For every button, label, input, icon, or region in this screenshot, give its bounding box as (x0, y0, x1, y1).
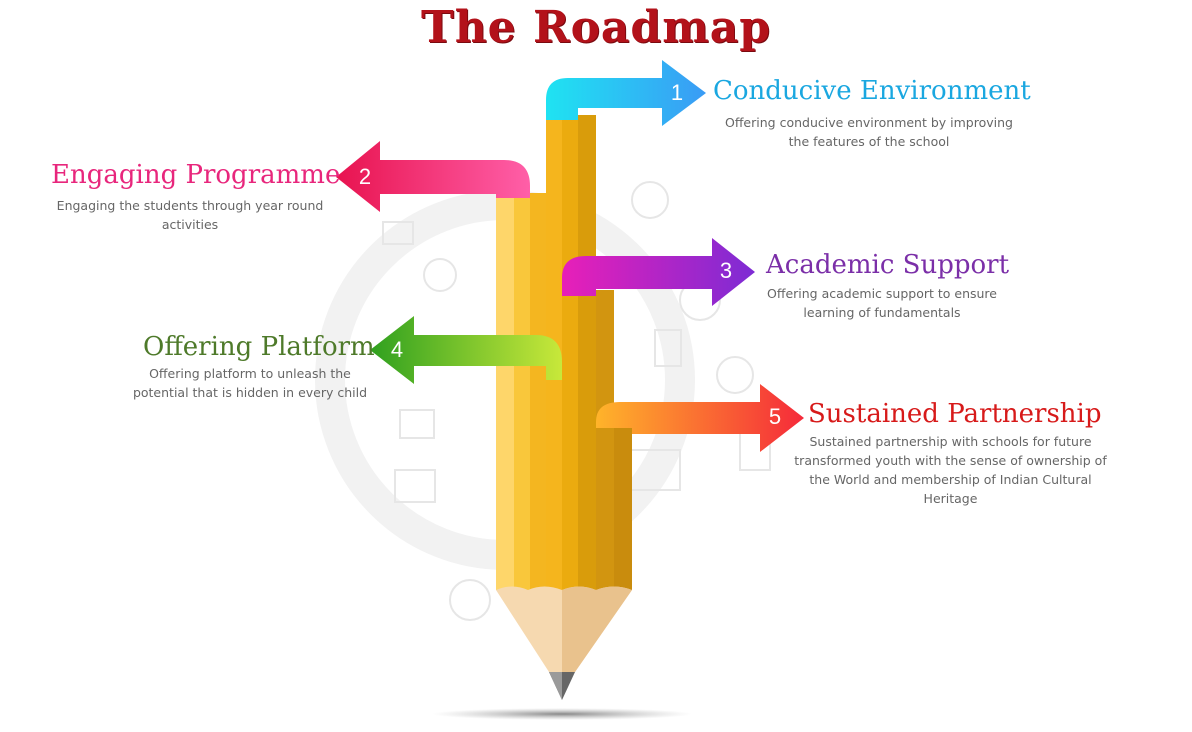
step-number-2: 2 (358, 164, 372, 189)
step-heading-2: Engaging Programme (51, 160, 341, 190)
arrow-4 (370, 316, 562, 384)
step-number-4: 4 (390, 337, 404, 362)
pencil-tip (496, 586, 632, 700)
step-heading-3: Academic Support (766, 250, 1010, 280)
step-number-1: 1 (670, 80, 684, 105)
step-description-5: Sustained partnership with schools for f… (794, 434, 1107, 506)
arrow-1 (546, 60, 706, 126)
step-description-4: Offering platform to unleash the potenti… (132, 366, 368, 400)
arrow-3 (562, 238, 755, 306)
pencil-shadow (432, 708, 692, 720)
step-description-3: Offering academic support to ensure lear… (767, 286, 997, 320)
step-heading-5: Sustained Partnership (808, 399, 1102, 429)
step-number-3: 3 (719, 258, 733, 283)
arrow-2 (336, 141, 530, 212)
step-description-1: Offering conducive environment by improv… (724, 115, 1013, 149)
step-heading-4: Offering Platform (143, 332, 375, 362)
arrow-5 (596, 384, 804, 452)
step-heading-1: Conducive Environment (713, 76, 1031, 106)
page-title: The Roadmap (420, 2, 772, 53)
step-description-2: Engaging the students through year round… (56, 198, 324, 232)
step-number-5: 5 (768, 404, 782, 429)
